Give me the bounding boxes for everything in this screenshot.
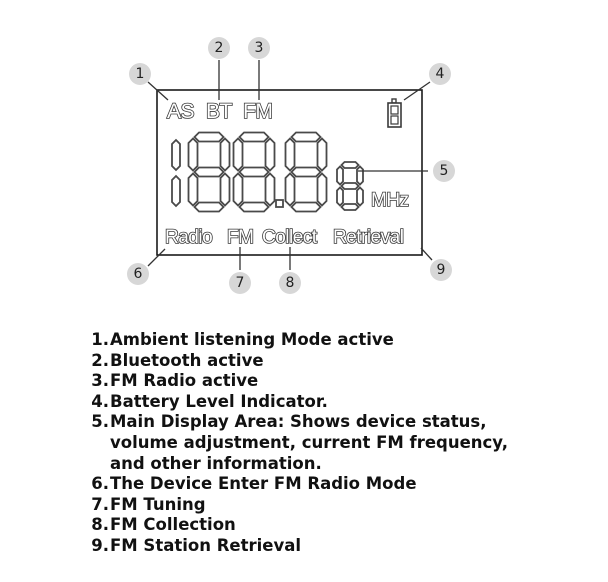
legend-item: 8.FM Collection: [86, 515, 540, 536]
fm-tuning-label: FM: [227, 227, 253, 248]
callout-1: 1: [129, 63, 151, 85]
lcd-decimal-point: [275, 199, 284, 208]
legend-item-number: 8.: [91, 515, 109, 535]
callout-number: 9: [437, 262, 446, 278]
lcd-segment: [340, 161, 360, 169]
mhz-unit-label: MHz: [371, 190, 409, 211]
legend-item-text: The Device Enter FM Radio Mode: [110, 474, 417, 494]
lcd-segment: [340, 203, 360, 211]
callout-2: 2: [208, 37, 230, 59]
legend-item: 2.Bluetooth active: [86, 351, 540, 372]
legend-item: 7.FM Tuning: [86, 495, 540, 516]
lcd-segment: [336, 186, 344, 207]
lcd-segment: [219, 172, 231, 207]
legend-item-text: Battery Level Indicator.: [110, 391, 328, 411]
bluetooth-label: BT: [206, 100, 233, 123]
legend-item-number: 7.: [91, 494, 109, 514]
lcd-segment: [284, 137, 296, 172]
lcd-segment: [171, 174, 181, 208]
callout-8: 8: [279, 272, 301, 294]
callout-number: 4: [436, 66, 445, 82]
collect-label: Collect: [262, 227, 318, 248]
callout-9: 9: [430, 259, 452, 281]
lcd-segment: [232, 137, 244, 172]
lcd-segment: [356, 186, 364, 207]
legend-item-number: 5.: [91, 412, 109, 432]
callout-3: 3: [248, 37, 270, 59]
legend-item-text: Ambient listening Mode active: [110, 330, 394, 349]
callout-4: 4: [429, 63, 451, 85]
callout-number: 1: [136, 66, 145, 82]
ambient-mode-label: AS: [167, 100, 195, 123]
callout-number: 8: [286, 275, 295, 291]
lcd-segment: [238, 131, 270, 143]
seven-segment-display: [171, 131, 364, 213]
legend-item: 1.Ambient listening Mode active: [86, 330, 540, 351]
callout-number: 2: [215, 40, 224, 56]
lcd-segment: [316, 172, 328, 207]
legend-item-number: 9.: [91, 535, 109, 555]
legend-item: 3.FM Radio active: [86, 371, 540, 392]
callout-number: 7: [236, 275, 245, 291]
lcd-segment: [193, 201, 225, 213]
legend-item: 9.FM Station Retrieval: [86, 536, 540, 557]
legend-item-number: 3.: [91, 371, 109, 391]
legend-item: 6.The Device Enter FM Radio Mode: [86, 474, 540, 495]
callout-number: 6: [134, 266, 143, 282]
lcd-segment: [290, 201, 322, 213]
lcd-segment: [171, 138, 181, 172]
radio-label: Radio: [165, 227, 212, 248]
callout-number: 5: [440, 163, 449, 179]
legend-item-number: 1.: [91, 330, 109, 349]
lcd-segment: [264, 172, 276, 207]
lcd-segment: [238, 201, 270, 213]
legend-item-number: 4.: [91, 391, 109, 411]
legend-item: 4.Battery Level Indicator.: [86, 392, 540, 413]
lcd-segment: [187, 137, 199, 172]
fm-active-label: FM: [243, 100, 272, 123]
lcd-segment: [193, 131, 225, 143]
lcd-segment: [336, 165, 344, 186]
legend-item-text: FM Radio active: [110, 371, 259, 391]
retrieval-label: Retrieval: [333, 227, 403, 248]
callout-number: 3: [255, 40, 264, 56]
lcd-segment: [193, 166, 225, 178]
legend-item-text: Main Display Area: Shows device status, …: [110, 412, 509, 473]
callout-6: 6: [127, 263, 149, 285]
lcd-segment: [238, 166, 270, 178]
lcd-segment: [356, 165, 364, 186]
lcd-segment: [187, 172, 199, 207]
legend-item: 5.Main Display Area: Shows device status…: [86, 412, 540, 474]
lcd-segment: [219, 137, 231, 172]
legend-item-number: 2.: [91, 350, 109, 370]
leader-lines: [147, 60, 433, 270]
legend-item-number: 6.: [91, 474, 109, 494]
legend-item-text: FM Station Retrieval: [110, 535, 302, 555]
battery-icon: [387, 98, 402, 128]
lcd-segment: [284, 172, 296, 207]
legend-item-text: FM Collection: [110, 515, 236, 535]
lcd-segment: [340, 182, 360, 190]
lcd-segment: [290, 166, 322, 178]
lcd-segment: [264, 137, 276, 172]
callout-5: 5: [433, 160, 455, 182]
lcd-segment: [232, 172, 244, 207]
lcd-diagram: AS BT FM MHz Radio FM Collect Retrieval …: [127, 37, 455, 294]
legend-item-text: FM Tuning: [110, 494, 206, 514]
lcd-segment: [316, 137, 328, 172]
callout-7: 7: [229, 272, 251, 294]
legend-item-text: Bluetooth active: [110, 350, 264, 370]
lcd-segment: [290, 131, 322, 143]
